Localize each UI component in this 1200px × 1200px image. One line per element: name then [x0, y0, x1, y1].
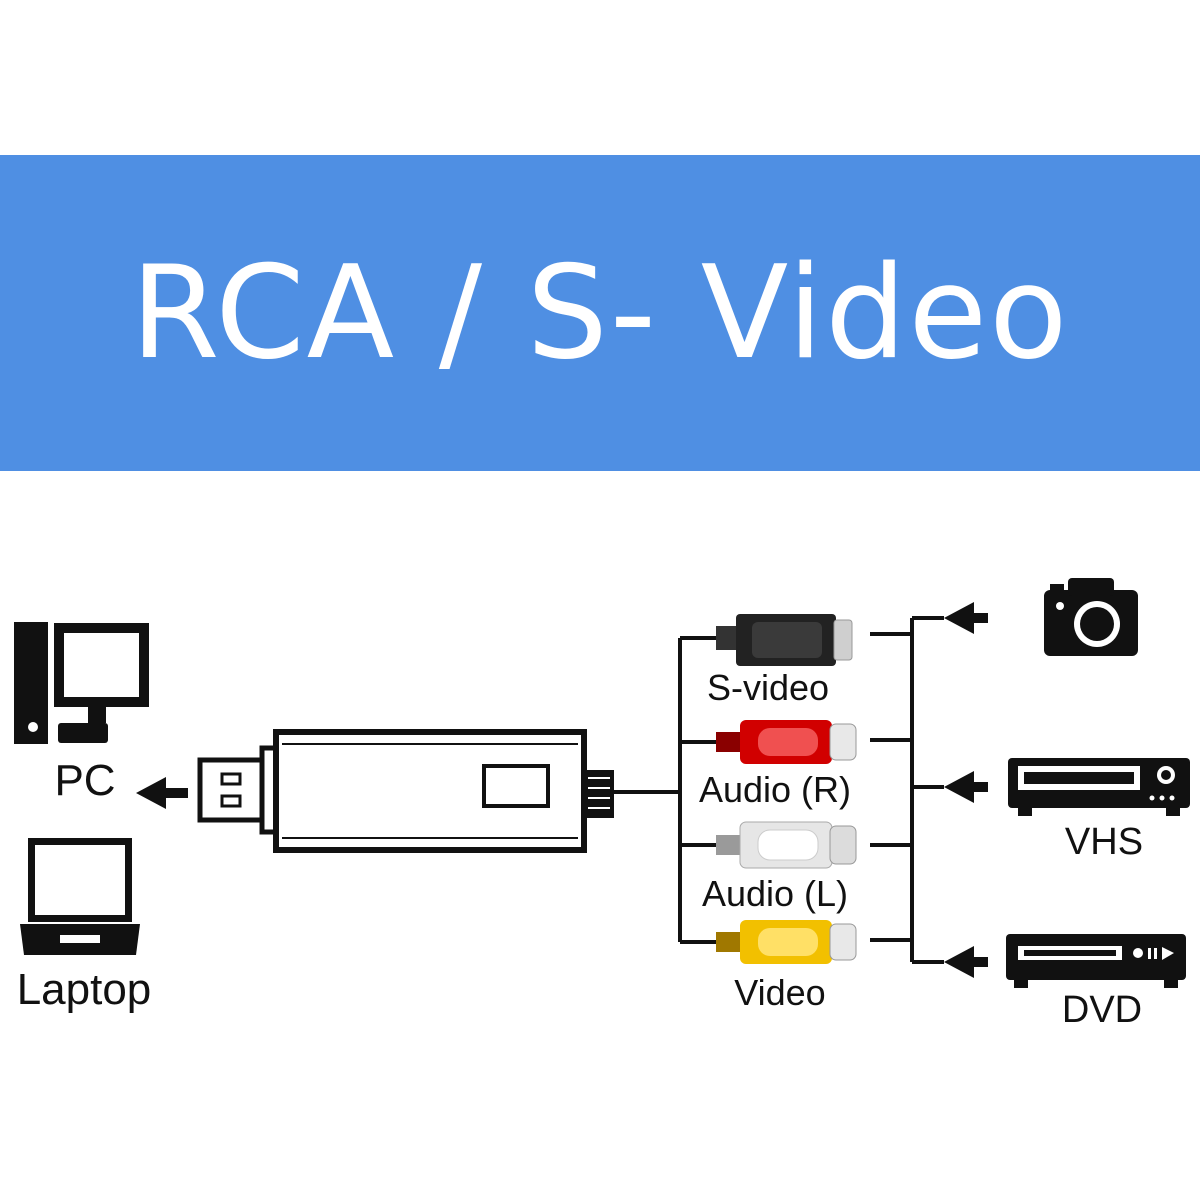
page-title: RCA / S- Video	[130, 238, 1070, 388]
video-label: Video	[734, 972, 825, 1013]
title-banner: RCA / S- Video	[0, 155, 1200, 471]
dvd-player-icon	[1006, 934, 1186, 988]
pc-label: PC	[54, 756, 115, 805]
rca-red-plug-icon	[716, 720, 857, 764]
arrow-left-icon	[944, 602, 988, 634]
audio-l-label: Audio (L)	[702, 873, 848, 914]
usb-capture-device-icon	[197, 729, 614, 853]
vhs-player-icon	[1008, 758, 1190, 816]
arrow-left-icon	[136, 777, 188, 809]
laptop-label: Laptop	[17, 965, 152, 1014]
s-video-plug-icon	[716, 614, 853, 666]
rca-white-plug-icon	[716, 821, 857, 869]
rca-yellow-plug-icon	[716, 920, 857, 964]
desktop-computer-icon	[14, 622, 149, 744]
arrow-left-icon	[944, 946, 988, 978]
laptop-icon	[20, 838, 140, 955]
camera-icon	[1044, 578, 1138, 656]
vhs-label: VHS	[1065, 821, 1143, 863]
dvd-label: DVD	[1062, 989, 1142, 1031]
arrow-left-icon	[944, 771, 988, 803]
s-video-label: S-video	[707, 667, 829, 708]
audio-r-label: Audio (R)	[699, 769, 851, 810]
